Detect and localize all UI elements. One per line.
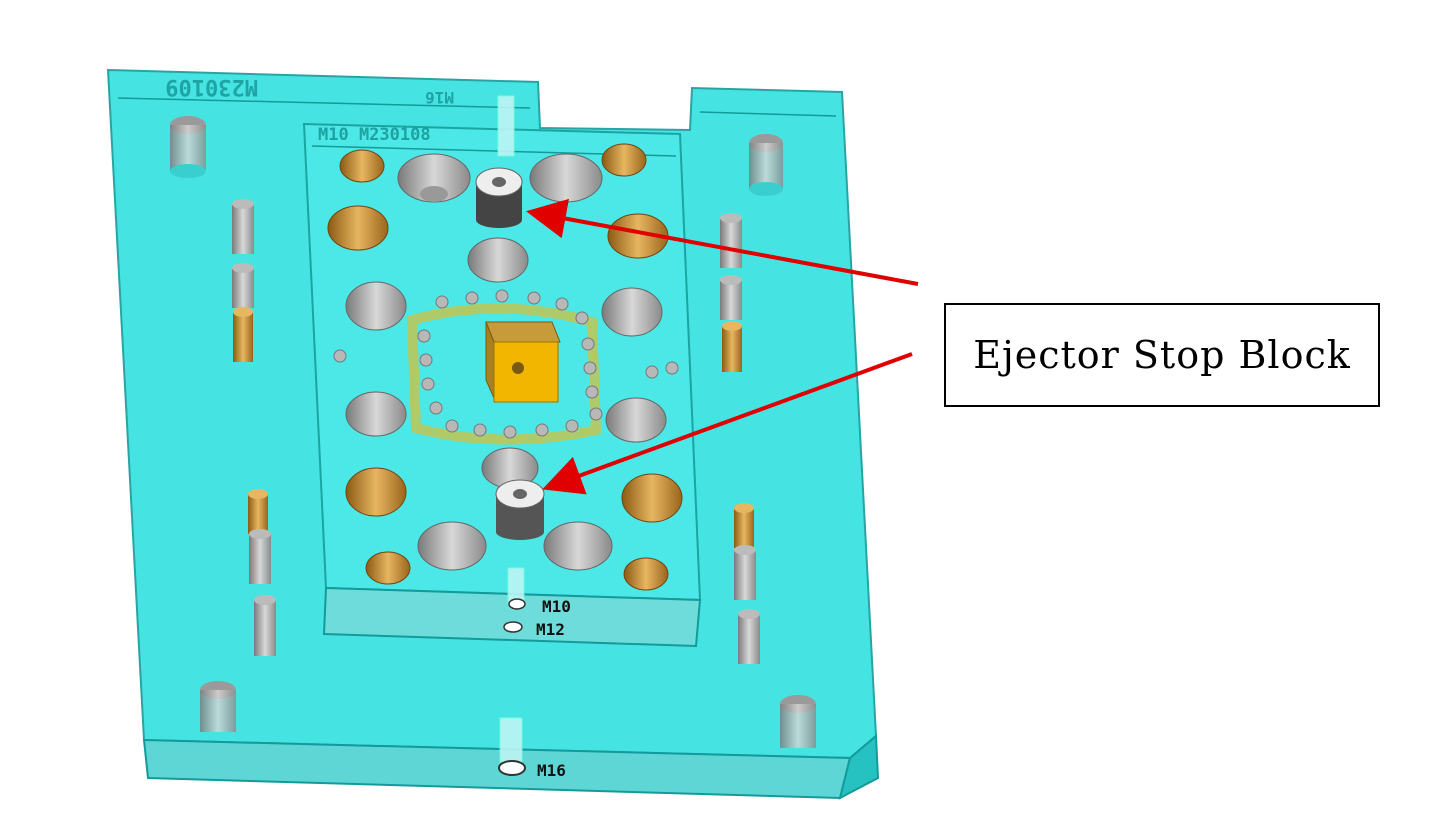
counterbore-bronze [339,149,385,183]
guide-pin [734,545,756,600]
arrow-to-top-stop-block [526,198,919,286]
hole-labels: M10 M12 M16 [498,597,571,780]
callout-box: Ejector Stop Block [944,303,1380,407]
label-m16: M16 [537,761,566,780]
pin-hole [200,681,236,732]
counterbore-bronze [601,143,647,177]
callout-label: Ejector Stop Block [973,333,1351,377]
guide-pin [720,275,742,320]
counterbore-bronze [345,467,407,517]
guide-bushing [722,321,742,372]
guide-bushing [734,503,754,548]
engraved-inner-top: M10 M230108 [318,125,431,145]
counterbore-bronze [621,473,683,523]
guide-pin [738,609,760,664]
return-pin [499,717,523,763]
counterbore-bronze [327,205,389,251]
guide-bushing [248,489,268,534]
guide-bushing [233,307,253,362]
counterbore-steel [543,521,613,571]
label-m12: M12 [536,620,565,639]
counterbore-steel [345,281,407,331]
pin-hole [749,134,783,196]
counterbore-steel [601,287,663,337]
label-m10: M10 [542,597,571,616]
guide-pin [254,595,276,656]
counterbore-bronze [623,557,669,591]
arrow-to-bottom-stop-block [542,352,913,495]
counterbore-steel [605,397,667,443]
inner-plate-counterbores [327,143,683,591]
counterbore-steel [345,391,407,437]
engraved-top-left: M230109 [165,74,258,99]
guide-pin [232,199,254,254]
core-block [485,321,561,403]
outer-plate-pins [170,95,816,763]
engraved-top-mid: M16 [425,88,454,107]
pin-hole [170,116,206,178]
counterbore-steel [467,237,529,283]
ejector-stop-block-top [475,167,523,228]
engraved-texts: M230109 M16 M10 M230108 [165,74,454,145]
ejector-stop-block-bottom [495,479,545,540]
counterbore-steel [417,521,487,571]
callout-arrows [526,198,919,495]
guide-pin [232,263,254,308]
pin-hole [780,695,816,748]
ejector-pin-ring [333,289,679,445]
guide-pin [249,529,271,584]
counterbore-steel [529,153,603,203]
counterbore-bronze [365,551,411,585]
return-pin [497,95,515,157]
counterbore-steel [397,153,471,203]
guide-pin [720,213,742,268]
